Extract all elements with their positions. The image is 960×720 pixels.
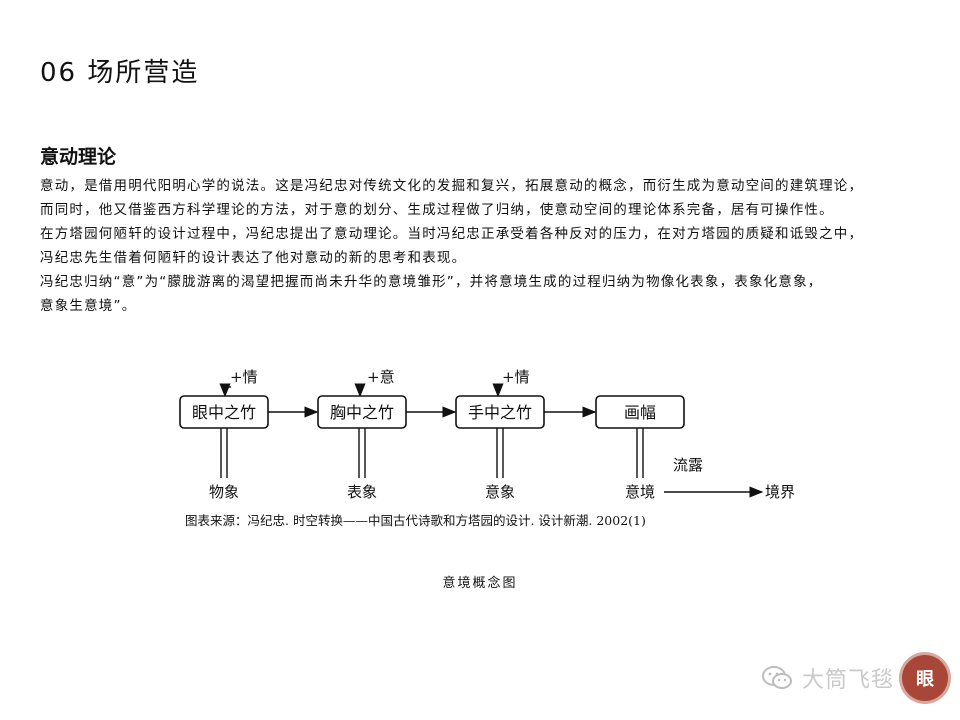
- bottom-label: 意境: [625, 483, 655, 501]
- flow-label: 流露: [673, 456, 703, 474]
- body-text: 意动，是借用明代阳明心学的说法。这是冯纪忠对传统文化的发掘和复兴，拓展意动的概念…: [40, 174, 935, 318]
- paragraph-line: 冯纪忠归纳“意”为“朦胧游离的渴望把握而尚未升华的意境雏形”，并将意境生成的过程…: [40, 274, 823, 290]
- watermark-text: 大筒飞毯: [802, 668, 895, 693]
- addition-label: +情: [230, 368, 258, 386]
- addition-label: +情: [502, 368, 530, 386]
- stage-box-label: 胸中之竹: [330, 403, 394, 422]
- stage-box-label: 画幅: [624, 403, 656, 422]
- paragraph-line: 冯纪忠先生借着何陋轩的设计表达了他对意动的新的思考和表现。: [40, 250, 467, 266]
- concept-diagram: +情 +意 +情 眼中之竹 胸中之竹 手中之竹 画幅 物象 表象 意象: [170, 360, 820, 530]
- stage-box-label: 眼中之竹: [192, 403, 256, 422]
- section-heading: 意动理论: [40, 146, 117, 168]
- paragraph-line: 意象生意境”。: [40, 298, 137, 314]
- bottom-label: 意象: [485, 483, 515, 501]
- figure-caption: 意境概念图: [442, 576, 518, 591]
- stage-box-label: 手中之竹: [468, 403, 532, 422]
- seal-logo: 眼: [902, 655, 949, 701]
- watermark: 大筒飞毯 眼: [760, 655, 949, 701]
- final-label: 境界: [765, 483, 795, 501]
- paragraph-line: 而同时，他又借鉴西方科学理论的方法，对于意的划分、生成过程做了归纳，使意动空间的…: [40, 202, 834, 218]
- bottom-label: 物象: [209, 483, 239, 501]
- diagram-svg: +情 +意 +情 眼中之竹 胸中之竹 手中之竹 画幅 物象 表象 意象: [179, 368, 795, 528]
- paragraph-line: 意动，是借用明代阳明心学的说法。这是冯纪忠对传统文化的发掘和复兴，拓展意动的概念…: [40, 178, 864, 194]
- slide-title: 06 场所营造: [40, 58, 200, 88]
- source-note: 图表来源：冯纪忠. 时空转换——中国古代诗歌和方塔园的设计. 设计新潮. 200…: [185, 513, 646, 528]
- wechat-icon: [762, 666, 792, 689]
- paragraph-line: 在方塔园何陋轩的设计过程中，冯纪忠提出了意动理论。当时冯纪忠正承受着各种反对的压…: [40, 226, 864, 242]
- bottom-label: 表象: [347, 483, 377, 501]
- addition-label: +意: [367, 368, 395, 386]
